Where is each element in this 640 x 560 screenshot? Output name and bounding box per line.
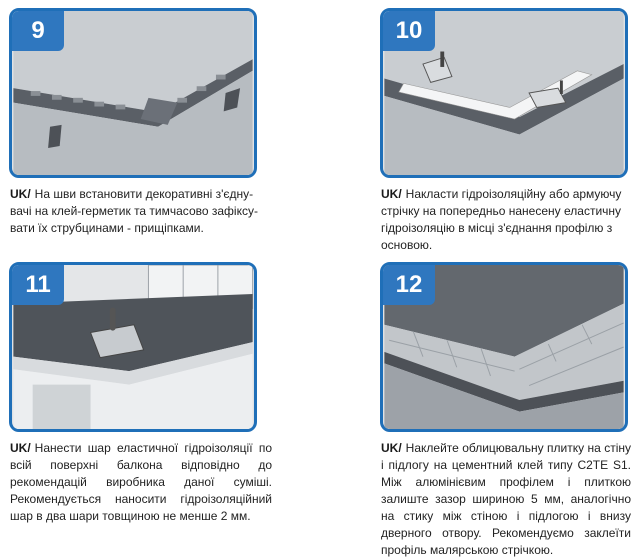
step-number-badge: 12 <box>383 265 435 305</box>
step-text: Нанести шар еластичної гідроізоляції по … <box>10 441 272 523</box>
language-prefix: UK/ <box>10 187 31 201</box>
step-number-badge: 9 <box>12 11 64 51</box>
step-11-illustration: 11 <box>9 262 257 432</box>
step-text: На шви встановити декоративні з'єдну-вач… <box>10 187 258 235</box>
step-9-description: UK/На шви встановити декоративні з'єдну-… <box>10 186 272 237</box>
language-prefix: UK/ <box>10 441 31 455</box>
step-11-description: UK/Нанести шар еластичної гідроізоляції … <box>10 440 272 525</box>
step-number-badge: 10 <box>383 11 435 51</box>
step-number-badge: 11 <box>12 265 64 305</box>
step-12-illustration: 12 <box>380 262 628 432</box>
step-10-description: UK/Накласти гідроізоляційну або армуючу … <box>381 186 631 254</box>
language-prefix: UK/ <box>381 441 402 455</box>
step-text: Накласти гідроізоляційну або армуючу стр… <box>381 187 622 252</box>
step-12-description: UK/Наклейте облицювальну плитку на стіну… <box>381 440 631 559</box>
step-9-illustration: 9 <box>9 8 257 178</box>
language-prefix: UK/ <box>381 187 402 201</box>
balcony-corner-connectors-drawing <box>13 11 253 175</box>
step-10-illustration: 10 <box>380 8 628 178</box>
step-text: Наклейте облицювальну плитку на стіну і … <box>381 441 631 557</box>
